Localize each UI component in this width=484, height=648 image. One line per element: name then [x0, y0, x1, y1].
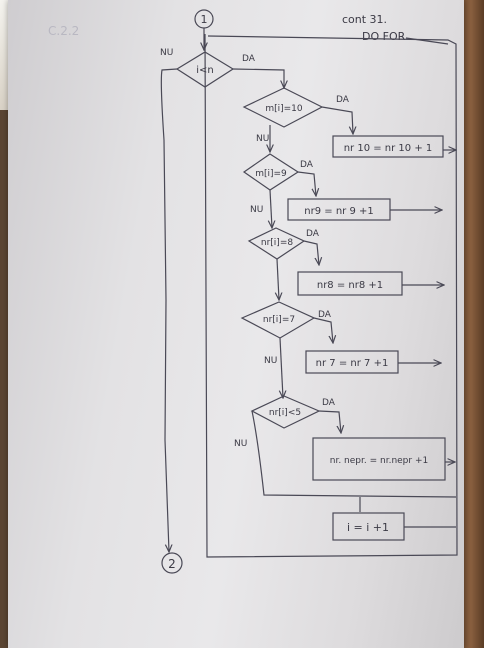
label-nu: NU	[234, 439, 247, 449]
flow-arrow	[303, 240, 319, 265]
decision-nr-lt-5	[250, 395, 321, 429]
flow-arrow	[277, 258, 279, 300]
no-branch-line	[160, 68, 178, 552]
header-cont: cont 31.	[342, 13, 387, 26]
decision-nr-eq-7-text: nr[i]=7	[263, 315, 295, 325]
decision-m-eq-10	[242, 87, 324, 128]
process-nr7	[305, 350, 399, 374]
faint-page-mark: C.2.2	[48, 24, 79, 38]
background-wood-surface	[460, 0, 484, 648]
label-nu: NU	[250, 205, 263, 215]
label-nu: NU	[160, 48, 173, 58]
end-connector-label: 2	[168, 557, 176, 571]
label-nu: NU	[264, 356, 277, 366]
process-nr9-text: nr9 = nr 9 +1	[304, 206, 373, 217]
process-increment-text: i = i +1	[347, 521, 389, 534]
decision-nr-eq-8-text: nr[i]=8	[261, 238, 293, 248]
label-da: DA	[306, 229, 320, 239]
label-da: DA	[242, 54, 256, 64]
process-nr-nepr	[312, 437, 446, 481]
decision-m-eq-9-text: m[i]=9	[255, 169, 287, 179]
decision-i-lt-n	[175, 51, 235, 88]
label-da: DA	[318, 310, 332, 320]
process-nr8	[297, 271, 403, 296]
label-nu: NU	[256, 134, 269, 144]
flow-arrow	[313, 317, 333, 343]
process-nr10	[332, 135, 444, 158]
label-da: DA	[336, 95, 350, 105]
process-nr8-text: nr8 = nr8 +1	[317, 280, 383, 291]
flow-arrow	[318, 410, 341, 433]
loop-back-line	[204, 33, 458, 558]
label-da: DA	[322, 398, 336, 408]
end-connector	[161, 552, 183, 574]
process-nr7-text: nr 7 = nr 7 +1	[316, 358, 389, 369]
decision-nr-lt-5-text: nr[i]<5	[269, 408, 301, 418]
flow-arrow	[280, 337, 283, 398]
no-branch-merge-line	[251, 410, 457, 498]
flow-arrow	[297, 171, 316, 196]
process-nr-nepr-text: nr. nepr. = nr.nepr +1	[330, 456, 428, 466]
do-for-line	[405, 37, 449, 45]
header-do-for: DO FOR	[362, 30, 406, 43]
start-connector-label: 1	[201, 13, 208, 26]
flow-arrow	[232, 68, 284, 88]
process-nr10-text: nr 10 = nr 10 + 1	[344, 143, 433, 154]
flow-arrow	[321, 106, 353, 134]
label-da: DA	[300, 160, 314, 170]
decision-i-lt-n-text: i<n	[196, 65, 214, 76]
flow-arrow	[270, 189, 272, 228]
decision-m-eq-10-text: m[i]=10	[265, 104, 303, 114]
